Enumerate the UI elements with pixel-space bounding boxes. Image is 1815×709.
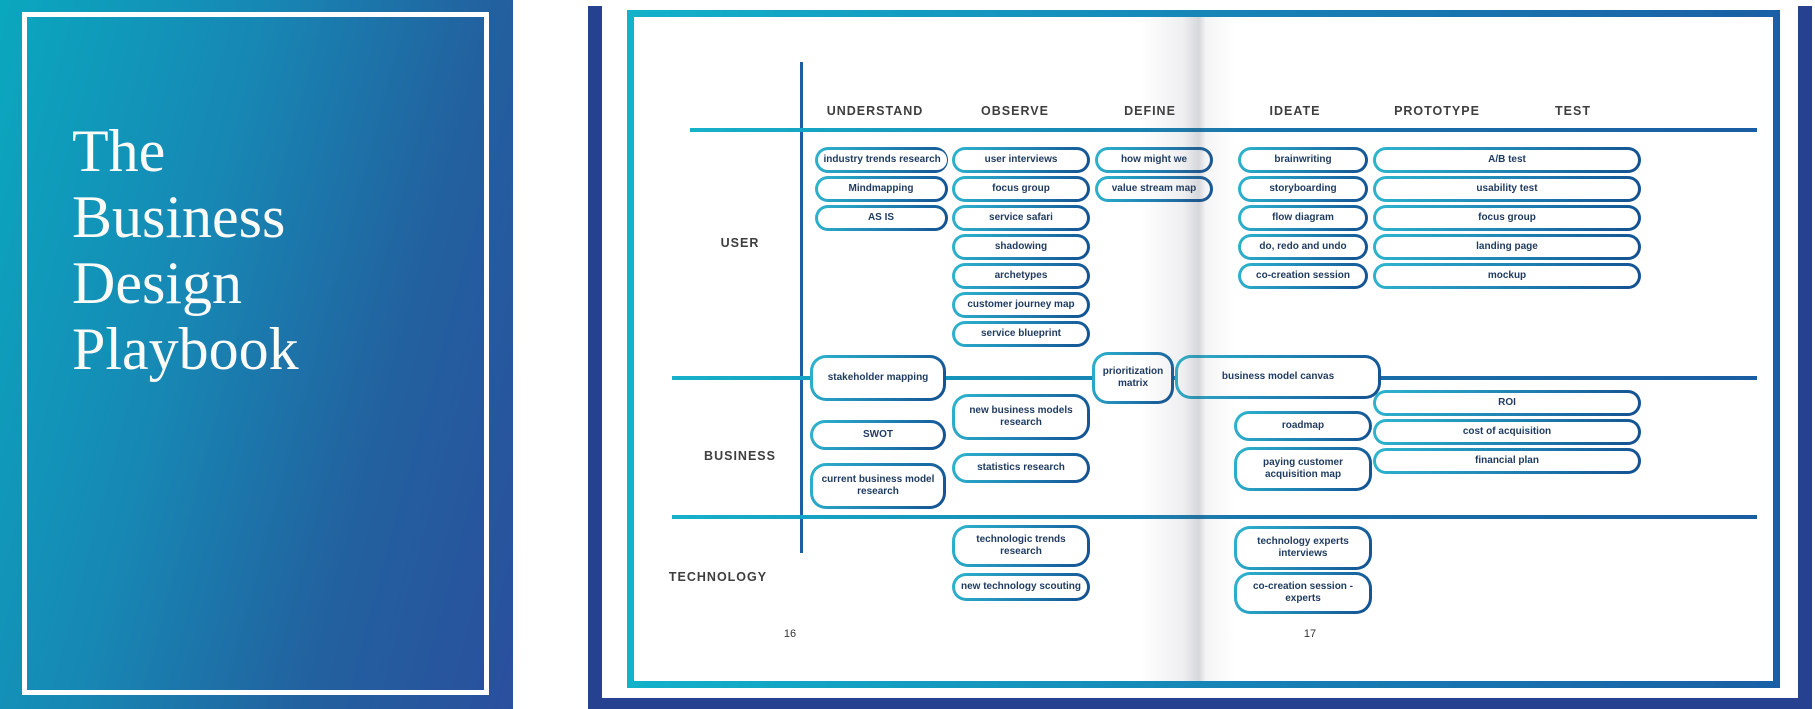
- page-number-right: 17: [1303, 628, 1317, 640]
- pill-label: focus group: [955, 179, 1087, 199]
- pill-label: industry trends research: [817, 150, 947, 170]
- pill-label: storyboarding: [1241, 179, 1365, 199]
- pill-swot: SWOT: [810, 420, 946, 450]
- pill-brainwriting: brainwriting: [1238, 147, 1368, 173]
- pill-label: Mindmapping: [817, 179, 945, 199]
- pill-usability-test: usability test: [1373, 176, 1641, 202]
- pill-label: SWOT: [813, 423, 943, 447]
- pill-do-redo-and-undo: do, redo and undo: [1238, 234, 1368, 260]
- book-cover: The Business Design Playbook: [0, 0, 513, 709]
- pill-label: usability test: [1376, 179, 1638, 199]
- pill-label: service blueprint: [955, 324, 1087, 344]
- column-header-observe: OBSERVE: [981, 104, 1049, 118]
- pill-new-technology-scouting: new technology scouting: [952, 573, 1090, 601]
- pill-landing-page: landing page: [1373, 234, 1641, 260]
- pill-service-blueprint: service blueprint: [952, 321, 1090, 347]
- cover-title-line-2: Business: [72, 184, 286, 250]
- pill-ab-test: A/B test: [1373, 147, 1641, 173]
- pill-label: AS IS: [817, 208, 945, 228]
- pill-label: archetypes: [955, 266, 1087, 286]
- pill-service-safari: service safari: [952, 205, 1090, 231]
- page-border-frame: [627, 10, 1780, 688]
- pill-focus-group-observe: focus group: [952, 176, 1090, 202]
- pill-label: landing page: [1376, 237, 1638, 257]
- pill-label: technology experts interviews: [1237, 529, 1369, 567]
- page-border-frame-inner: [634, 17, 1773, 681]
- pill-roadmap: roadmap: [1234, 411, 1372, 441]
- pill-label: technologic trends research: [955, 528, 1087, 564]
- pill-prioritization-matrix: prioritization matrix: [1092, 352, 1174, 404]
- pill-label: statistics research: [955, 456, 1087, 480]
- pill-co-creation-session-experts: co-creation session - experts: [1234, 572, 1372, 614]
- column-header-prototype: PROTOTYPE: [1394, 104, 1480, 118]
- pill-label: co-creation session - experts: [1237, 575, 1369, 611]
- pill-label: new business models research: [955, 397, 1087, 437]
- pill-label: prioritization matrix: [1095, 355, 1171, 401]
- pill-focus-group-test: focus group: [1373, 205, 1641, 231]
- pill-label: customer journey map: [955, 295, 1087, 315]
- pill-label: mockup: [1376, 266, 1638, 286]
- page-number-left: 16: [783, 628, 797, 640]
- column-header-understand: UNDERSTAND: [826, 104, 924, 118]
- pill-how-might-we: how might we: [1095, 147, 1213, 173]
- pill-customer-journey-map: customer journey map: [952, 292, 1090, 318]
- pill-mockup: mockup: [1373, 263, 1641, 289]
- pill-as-is: AS IS: [814, 205, 948, 231]
- column-header-ideate: IDEATE: [1269, 104, 1321, 118]
- cover-title: The Business Design Playbook: [72, 118, 492, 382]
- pill-label: new technology scouting: [955, 576, 1088, 598]
- cover-frame: [22, 12, 489, 695]
- phase-axis-vertical-line: [800, 62, 803, 553]
- pill-stakeholder-mapping: stakeholder mapping: [810, 355, 946, 401]
- pill-label: current business model research: [813, 466, 943, 506]
- cover-title-line-1: The: [72, 118, 166, 184]
- business-technology-divider-line: [672, 515, 1757, 519]
- cover-title-line-3: Design: [72, 250, 242, 316]
- pill-mindmapping: Mindmapping: [814, 176, 948, 202]
- pill-label: value stream map: [1098, 179, 1210, 199]
- row-header-business: BUSINESS: [704, 449, 776, 463]
- pill-technology-experts-interviews: technology experts interviews: [1234, 526, 1372, 570]
- pill-business-model-canvas: business model canvas: [1175, 355, 1381, 399]
- pill-user-interviews: user interviews: [952, 147, 1090, 173]
- pill-label: A/B test: [1376, 150, 1638, 170]
- pill-roi: ROI: [1373, 390, 1641, 416]
- pill-value-stream-map: value stream map: [1095, 176, 1213, 202]
- pill-label: flow diagram: [1241, 208, 1365, 228]
- pill-financial-plan: financial plan: [1373, 448, 1641, 474]
- row-header-user: USER: [720, 236, 760, 250]
- pill-label: brainwriting: [1241, 150, 1365, 170]
- pill-label: focus group: [1376, 208, 1638, 228]
- pill-label: cost of acquisition: [1376, 422, 1638, 442]
- pill-new-business-models-research: new business models research: [952, 394, 1090, 440]
- pill-label: shadowing: [955, 237, 1087, 257]
- pill-label: roadmap: [1237, 414, 1369, 438]
- pill-label: how might we: [1098, 150, 1210, 170]
- column-header-test: TEST: [1555, 104, 1591, 118]
- pill-label: business model canvas: [1178, 358, 1378, 396]
- pill-industry-trends-research: industry trends research: [814, 147, 948, 173]
- pill-storyboarding: storyboarding: [1238, 176, 1368, 202]
- pill-cost-of-acquisition: cost of acquisition: [1373, 419, 1641, 445]
- header-underline: [690, 128, 1757, 132]
- column-header-define: DEFINE: [1124, 104, 1176, 118]
- pill-shadowing: shadowing: [952, 234, 1090, 260]
- pill-label: co-creation session: [1241, 266, 1365, 286]
- pill-label: paying customer acquisition map: [1237, 450, 1369, 488]
- pill-co-creation-session: co-creation session: [1238, 263, 1368, 289]
- pill-flow-diagram: flow diagram: [1238, 205, 1368, 231]
- pill-label: ROI: [1376, 393, 1638, 413]
- pill-label: user interviews: [955, 150, 1087, 170]
- pill-technologic-trends-research: technologic trends research: [952, 525, 1090, 567]
- pill-label: do, redo and undo: [1241, 237, 1365, 257]
- pill-label: financial plan: [1376, 451, 1638, 471]
- pill-paying-customer-acquisition-map: paying customer acquisition map: [1234, 447, 1372, 491]
- row-header-technology: TECHNOLOGY: [668, 570, 768, 584]
- pill-statistics-research: statistics research: [952, 453, 1090, 483]
- pill-current-business-model-research: current business model research: [810, 463, 946, 509]
- cover-title-line-4: Playbook: [72, 316, 299, 382]
- pill-label: stakeholder mapping: [813, 358, 943, 398]
- pill-label: service safari: [955, 208, 1087, 228]
- pill-archetypes: archetypes: [952, 263, 1090, 289]
